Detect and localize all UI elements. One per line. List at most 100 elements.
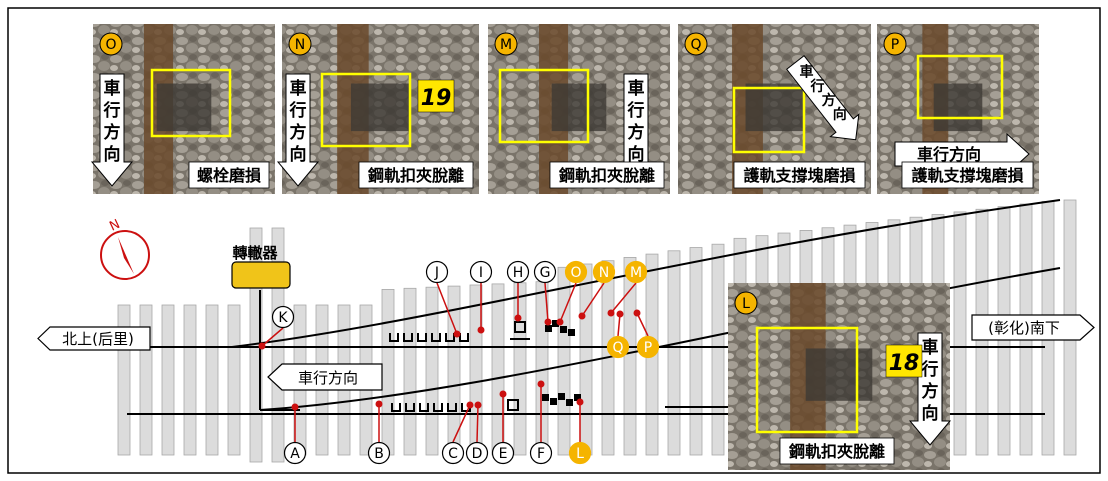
photo-id-label: O — [105, 37, 116, 53]
marker-circle — [533, 260, 557, 284]
marker-circle — [441, 441, 465, 465]
marker-label: K — [278, 310, 288, 326]
photo-highlight-box — [498, 68, 590, 144]
marker-circle — [271, 305, 295, 329]
photo-direction-char: 方 — [104, 122, 121, 143]
marker-circle — [506, 260, 530, 284]
damage-point — [499, 390, 507, 398]
fasteners — [389, 320, 581, 412]
photos: O車行方向螺栓磨損N車行方向19鋼軌扣夾脫離M車行方向鋼軌扣夾脫離Q車行方向護軌… — [90, 24, 1039, 470]
marker-label: Q — [612, 340, 623, 356]
marker-label: D — [472, 446, 483, 462]
marker-e: E — [491, 390, 515, 465]
fastener-block — [552, 320, 559, 327]
photo-caption: 鋼軌扣夾脫離 — [558, 166, 655, 185]
photo-plate — [933, 83, 983, 132]
photo-id-label: M — [500, 37, 512, 53]
sleeper — [403, 287, 417, 456]
photo-direction-char: 向 — [290, 144, 307, 165]
leader-line — [581, 282, 605, 317]
photo-caption-box — [733, 161, 866, 189]
damage-point — [291, 403, 299, 411]
leader-line — [436, 282, 458, 335]
damage-point — [375, 400, 383, 408]
marker-circle — [491, 441, 515, 465]
damage-point — [616, 310, 624, 318]
fastener-block — [574, 394, 581, 401]
marker-label: M — [630, 265, 642, 281]
marker-circle — [425, 260, 449, 284]
photo-number: 18 — [889, 351, 920, 376]
fastener-block — [566, 399, 573, 406]
marker-c: C — [441, 401, 474, 465]
damage-point — [556, 318, 564, 326]
photo-caption: 鋼軌扣夾脫離 — [788, 442, 885, 461]
marker-label: F — [537, 446, 545, 462]
damage-point — [474, 401, 482, 409]
sleeper — [491, 283, 505, 456]
marker-circle — [529, 441, 553, 465]
travel-direction-label: 車行方向 — [298, 369, 358, 387]
sleeper — [689, 247, 703, 456]
marker-label: H — [513, 265, 524, 281]
damage-point — [466, 401, 474, 409]
marker-k: K — [258, 305, 295, 350]
marker-circle — [568, 441, 592, 465]
photo-id-badge — [288, 32, 312, 56]
photo-number-card — [417, 79, 455, 113]
marker-f: F — [529, 380, 553, 465]
photo-caption: 鋼軌扣夾脫離 — [367, 166, 464, 185]
marker-l: L — [568, 398, 592, 465]
south-destination-label: (彰化)南下 — [988, 319, 1060, 337]
marker-label: P — [644, 340, 652, 356]
rail-clip — [391, 403, 401, 412]
marker-o: O — [556, 260, 588, 326]
photo-caption-box — [549, 161, 665, 189]
marker-circle — [564, 260, 588, 284]
rail-clip — [417, 333, 427, 342]
photo-id-badge — [883, 32, 907, 56]
photo-highlight-box — [732, 86, 806, 154]
sleeper — [183, 304, 197, 456]
rail-clip — [431, 333, 441, 342]
fastener-block — [560, 326, 567, 333]
damage-point — [453, 330, 461, 338]
photo-direction-char: 車 — [290, 78, 307, 99]
photo-plate — [156, 83, 212, 132]
marker-label: O — [570, 265, 581, 281]
marker-circle — [624, 260, 648, 284]
leader-line — [476, 404, 479, 443]
leader-line — [617, 313, 621, 337]
photo-direction-char: 方 — [922, 381, 939, 402]
photo-id-badge — [734, 291, 758, 315]
photo-id-label: N — [295, 37, 305, 53]
south-destination-arrow: (彰化)南下 — [971, 314, 1095, 341]
fastener-block — [558, 393, 565, 400]
photo-id-badge — [684, 32, 708, 56]
photo-highlight-box — [150, 68, 232, 138]
marker-label: G — [540, 265, 551, 281]
photo-direction-char: 向 — [922, 403, 939, 424]
photo-direction-char: 車 — [628, 78, 645, 99]
leader-line — [544, 282, 549, 323]
photo-id-badge — [99, 32, 123, 56]
marker-circle — [606, 335, 630, 359]
photo-direction-char: 向 — [628, 144, 645, 165]
photo-direction-char: 車 — [922, 337, 939, 358]
fastener-block — [542, 394, 549, 401]
marker-circle — [465, 441, 489, 465]
photo-direction-char: 車 — [104, 78, 121, 99]
fastener-block — [545, 325, 552, 332]
north-destination-arrow: 北上(后里) — [37, 326, 151, 351]
sleeper — [557, 266, 571, 456]
north-destination-label: 北上(后里) — [62, 330, 134, 348]
photo-direction-char: 行 — [921, 359, 939, 380]
damage-point — [537, 380, 545, 388]
rail-clip — [459, 333, 469, 342]
photo-direction-char: 行 — [289, 100, 307, 121]
photo-direction-char: 方 — [628, 122, 645, 143]
